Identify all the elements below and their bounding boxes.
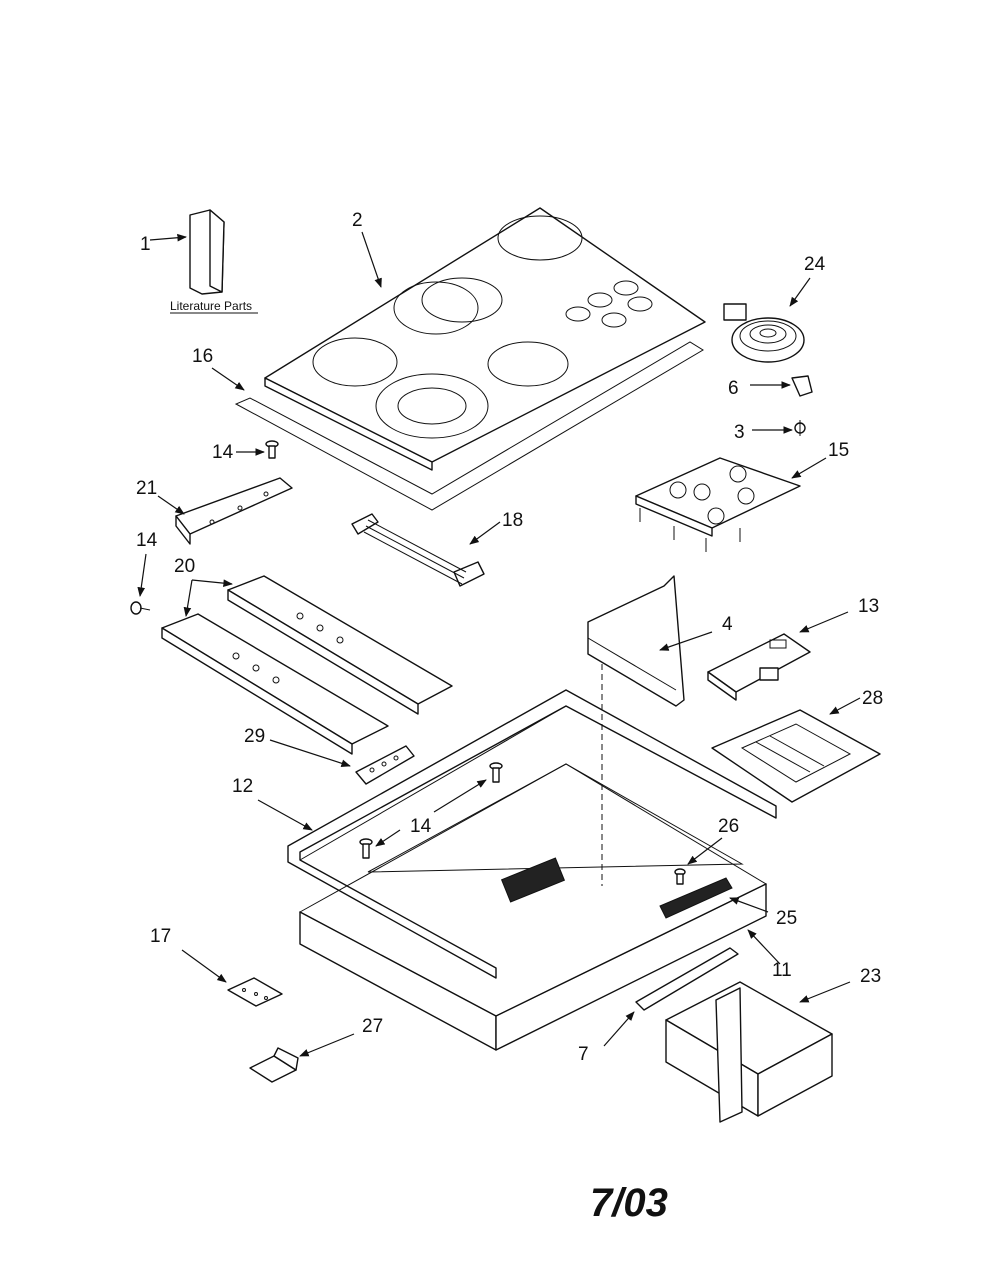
label-20: 20 <box>174 556 195 577</box>
junction-box <box>665 981 851 1123</box>
label-14-upper: 14 <box>212 442 234 463</box>
trim-frame <box>257 689 777 979</box>
literature-caption: Literature Parts <box>170 299 252 313</box>
label-18: 18 <box>502 510 523 531</box>
terminal-block <box>659 877 769 919</box>
small-bracket <box>249 1033 355 1083</box>
vertical-shield <box>587 575 713 707</box>
label-25: 25 <box>776 908 797 929</box>
label-3: 3 <box>734 422 745 443</box>
label-14-side: 14 <box>136 530 158 551</box>
label-29: 29 <box>244 726 265 747</box>
glass-cooktop <box>264 207 706 471</box>
ribbon-cable <box>351 513 501 587</box>
radiant-element <box>723 277 811 363</box>
label-2: 2 <box>352 210 363 231</box>
label-4: 4 <box>722 614 733 635</box>
label-28: 28 <box>862 688 883 709</box>
label-23: 23 <box>860 966 881 987</box>
front-bracket <box>157 477 293 545</box>
label-15: 15 <box>828 440 849 461</box>
screw-14-side <box>130 553 151 615</box>
touch-control-board <box>635 457 827 552</box>
label-6: 6 <box>728 378 739 399</box>
ground-screw <box>674 837 723 885</box>
mounting-plate <box>711 697 881 803</box>
label-1: 1 <box>140 234 151 255</box>
element-clip <box>750 375 813 397</box>
angle-strip <box>603 947 739 1047</box>
insulation-pad <box>181 949 283 1007</box>
label-26: 26 <box>718 816 739 837</box>
label-13: 13 <box>858 596 879 617</box>
label-24: 24 <box>804 254 826 275</box>
label-7: 7 <box>578 1044 589 1065</box>
screw-14-box <box>359 762 503 859</box>
channel-rails <box>161 575 453 755</box>
label-27: 27 <box>362 1016 383 1037</box>
cooktop-gasket <box>211 341 704 511</box>
burner-box <box>298 664 781 1051</box>
mounting-screw-3 <box>752 420 806 436</box>
label-12: 12 <box>232 776 253 797</box>
label-16: 16 <box>192 346 213 367</box>
relay-board <box>707 611 849 701</box>
label-17: 17 <box>150 926 171 947</box>
literature-booklet <box>149 209 225 295</box>
label-21: 21 <box>136 478 157 499</box>
screw-14-upper <box>236 440 279 459</box>
terminal-strip-bracket <box>269 739 415 785</box>
label-11: 11 <box>772 960 792 981</box>
date-code: 7/03 <box>590 1181 668 1225</box>
label-14-box: 14 <box>410 816 432 837</box>
